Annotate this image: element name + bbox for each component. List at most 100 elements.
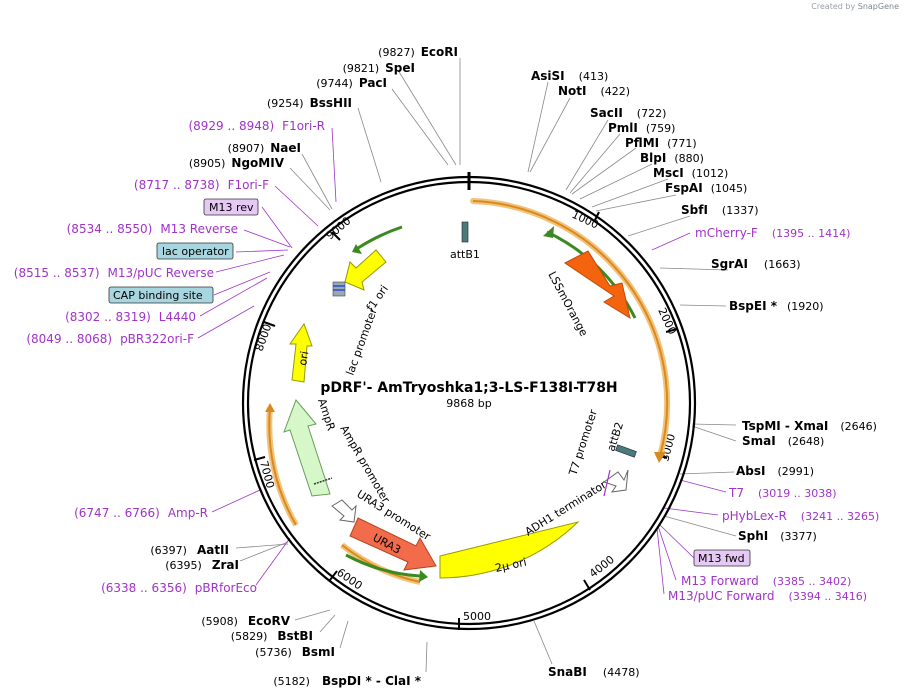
ampr-arrow bbox=[283, 399, 331, 497]
enzyme-pos: (771) bbox=[667, 137, 697, 150]
enzyme-name: TspMI - XmaI bbox=[742, 419, 828, 433]
f1-ori-arrow bbox=[344, 249, 387, 291]
primer-name: pHybLex-R bbox=[722, 509, 787, 523]
enzyme-name: SgrAI bbox=[711, 257, 748, 271]
enzyme-pos: (1663) bbox=[764, 258, 801, 271]
primer-l4440: (8302 .. 8319) L4440 bbox=[65, 310, 196, 324]
primer-name: Amp-R bbox=[168, 506, 208, 520]
enzyme-pos: (1920) bbox=[787, 300, 824, 313]
primer-name: L4440 bbox=[159, 310, 196, 324]
enzyme-sbfi: SbfI (1337) bbox=[681, 203, 759, 217]
enzyme-pos: (4478) bbox=[603, 666, 640, 679]
primer-m13-puc-reverse: (8515 .. 8537)M13/pUC Reverse bbox=[14, 266, 214, 280]
enzyme-pos: (413) bbox=[579, 70, 609, 83]
enzyme-ecori: (9827)EcoRI bbox=[378, 45, 458, 59]
enzyme-ecorv: (5908) EcoRV bbox=[201, 614, 290, 628]
enzyme-name: SbfI bbox=[681, 203, 708, 217]
orf-arc-top-line bbox=[472, 200, 669, 457]
attb2-site bbox=[615, 444, 637, 458]
attb1-label: attB1 bbox=[450, 248, 480, 261]
two-mu-ori-arc bbox=[439, 521, 580, 579]
primer-mcherry-f: mCherry-F(1395 .. 1414) bbox=[695, 226, 850, 240]
enzyme-pos: (5908) bbox=[201, 615, 238, 628]
ruler-label: 1000 bbox=[570, 208, 601, 232]
primer-range: (8302 .. 8319) bbox=[65, 310, 151, 324]
enzyme-name: EcoRV bbox=[248, 614, 291, 628]
lssmorange-arrow bbox=[564, 250, 631, 320]
enzyme-pos: (5182) bbox=[273, 675, 310, 688]
plasmid-name: pDRF'- AmTryoshka1;3-LS-F138I-T78H bbox=[320, 380, 617, 396]
primer-phyblex-r: pHybLex-R (3241 .. 3265) bbox=[722, 509, 879, 523]
credit-brand: SnapGene bbox=[857, 2, 899, 11]
ampr-label: AmpR bbox=[315, 397, 338, 433]
cap-binding-site-label: CAP binding site bbox=[113, 289, 203, 302]
primer-name: F1ori-R bbox=[282, 119, 325, 133]
credit-prefix: Created by bbox=[811, 2, 856, 11]
primer-range: (3394 .. 3416) bbox=[789, 590, 868, 603]
ruler-label: 5000 bbox=[463, 610, 491, 623]
t7-promoter-label: T7 promoter bbox=[566, 408, 600, 478]
primer-name: M13/pUC Forward bbox=[668, 589, 775, 603]
primer-name: M13 Forward bbox=[681, 574, 759, 588]
primer-range: (3241 .. 3265) bbox=[801, 510, 880, 523]
enzyme-ngomiv: (8905)NgoMIV bbox=[189, 156, 285, 170]
enzyme-name: NaeI bbox=[270, 141, 301, 155]
enzyme-name: PmlI bbox=[608, 121, 638, 135]
lac-operator-box bbox=[156, 242, 234, 260]
primer-pbr322ori-f: (8049 .. 8068)pBR322ori-F bbox=[26, 332, 194, 346]
enzyme-sgrai: SgrAI (1663) bbox=[711, 257, 800, 271]
two-mu-ori-label: 2μ ori bbox=[494, 556, 528, 575]
enzyme-name: NotI bbox=[558, 84, 587, 98]
primer-range: (6338 .. 6356) bbox=[101, 581, 187, 595]
enzyme-pos: (1045) bbox=[711, 182, 748, 195]
enzyme-pflmi: PflMI (771) bbox=[625, 136, 697, 150]
enzyme-bsmi: (5736)BsmI bbox=[255, 645, 335, 659]
enzyme-name: SpeI bbox=[385, 61, 415, 75]
enzyme-name: BspEI * bbox=[729, 299, 778, 313]
enzyme-name: SnaBI bbox=[548, 665, 587, 679]
enzyme-msci: MscI (1012) bbox=[653, 166, 728, 180]
enzyme-pos: (880) bbox=[674, 152, 704, 165]
enzyme-name: FspAI bbox=[665, 181, 703, 195]
primer-range: (8049 .. 8068) bbox=[26, 332, 112, 346]
enzyme-bspdi-clai: (5182)BspDI * - ClaI * bbox=[273, 674, 421, 688]
enzyme-aatii: (6397)AatII bbox=[150, 543, 229, 557]
enzyme-name: PflMI bbox=[625, 136, 659, 150]
primer-range: (1395 .. 1414) bbox=[772, 227, 851, 240]
enzyme-paci: (9744)PacI bbox=[316, 76, 387, 90]
enzyme-pos: (5736) bbox=[255, 646, 292, 659]
primer-m13-reverse: (8534 .. 8550) M13 Reverse bbox=[67, 222, 238, 236]
enzyme-pos: (2648) bbox=[788, 435, 825, 448]
enzyme-snabi: SnaBI (4478) bbox=[548, 665, 639, 679]
primer-range: (8534 .. 8550) bbox=[67, 222, 153, 236]
enzyme-pos: (1012) bbox=[692, 167, 729, 180]
primer-name: M13 Reverse bbox=[160, 222, 238, 236]
enzyme-name: AbsI bbox=[736, 464, 765, 478]
enzyme-pos: (9744) bbox=[316, 77, 353, 90]
enzyme-asisi: AsiSI(413) bbox=[531, 69, 608, 83]
primer-name: F1ori-F bbox=[228, 178, 269, 192]
snapgene-credit: Created by SnapGene bbox=[811, 2, 899, 11]
enzyme-spei: (9821)SpeI bbox=[343, 61, 415, 75]
enzyme-pos: (422) bbox=[601, 85, 631, 98]
enzyme-bspei: BspEI * (1920) bbox=[729, 299, 824, 313]
enzyme-noti: NotI (422) bbox=[558, 84, 630, 98]
enzyme-pos: (6395) bbox=[165, 559, 202, 572]
enzyme-zrai: (6395)ZraI bbox=[165, 558, 239, 572]
enzyme-sacii: SacII(722) bbox=[590, 106, 666, 120]
backbone bbox=[241, 172, 697, 631]
enzyme-pos: (9827) bbox=[378, 46, 415, 59]
lssmorange-label: LSSmOrange bbox=[545, 269, 590, 338]
feature-arcs bbox=[265, 198, 671, 585]
cap-binding-site-box bbox=[108, 286, 214, 304]
plasmid-size: 9868 bp bbox=[446, 397, 491, 410]
enzyme-pos: (1337) bbox=[722, 204, 759, 217]
boxed-labels: M13 rev lac operator CAP binding site M1… bbox=[108, 198, 751, 567]
attb1-site bbox=[461, 221, 469, 243]
enzyme-name: MscI bbox=[653, 166, 684, 180]
enzyme-pos: (8907) bbox=[228, 142, 265, 155]
enzyme-name: BssHII bbox=[310, 96, 352, 110]
enzyme-bstbi: (5829)BstBI bbox=[231, 629, 313, 643]
feature-labels: attB1 LSSmOrange f1 ori lac promoter ori… bbox=[296, 248, 626, 575]
